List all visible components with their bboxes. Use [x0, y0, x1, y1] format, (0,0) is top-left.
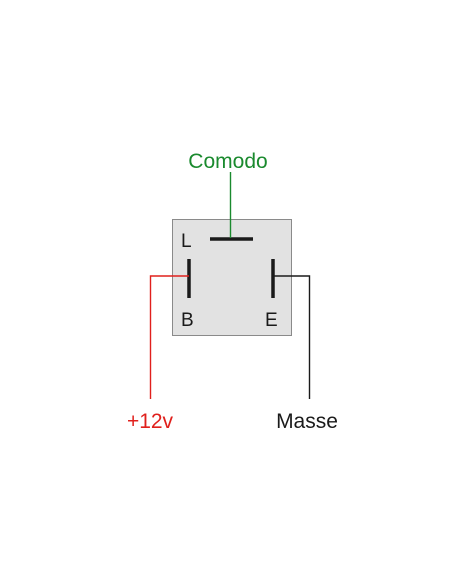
positive-label: +12v — [127, 410, 174, 433]
ground-label: Masse — [276, 410, 338, 433]
ground-wire — [273, 275, 311, 399]
pin-e-label: E — [265, 310, 278, 331]
comodo-label: Comodo — [188, 150, 267, 173]
positive-wire — [149, 275, 189, 399]
pin-l-label: L — [181, 231, 192, 252]
pin-b-label: B — [181, 310, 194, 331]
